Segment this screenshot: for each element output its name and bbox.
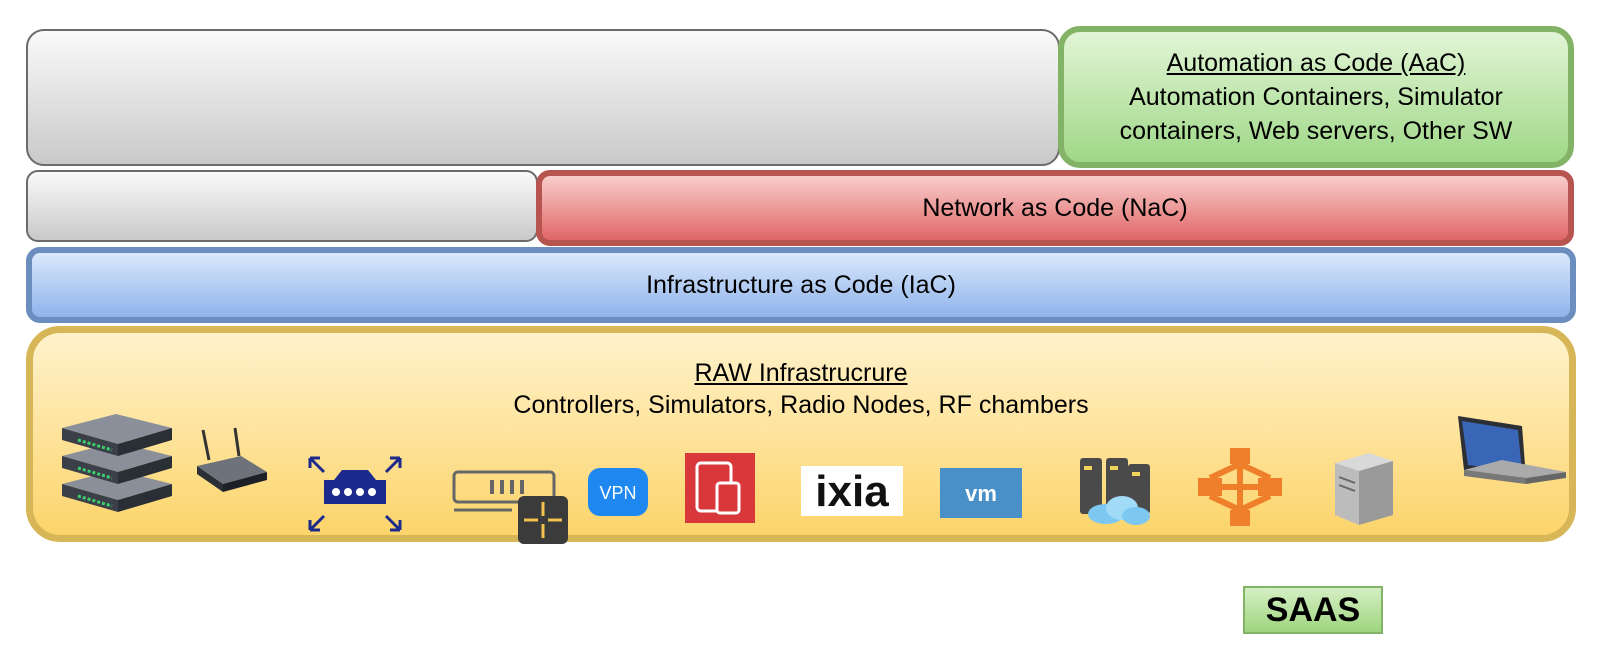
empty-gray-layer-top [26,29,1060,166]
aac-description-line2: containers, Web servers, Other SW [1119,117,1513,145]
iac-title: Infrastructure as Code (IaC) [646,270,956,299]
raw-subtitle: Controllers, Simulators, Radio Nodes, RF… [513,391,1089,419]
router-appliance-icon [452,470,568,544]
switch-stack-icon [62,414,172,512]
infrastructure-as-code-layer: Infrastructure as Code (IaC) [26,247,1576,323]
saas-label: SAAS [1265,590,1361,629]
ixia-label: ixia [815,467,889,516]
vm-icon: vm [940,468,1022,518]
cloud-servers-icon [1080,458,1150,525]
automation-as-code-layer: Automation as Code (AaC) Automation Cont… [1058,26,1574,168]
empty-gray-layer-middle [26,170,538,242]
aac-description-line1: Automation Containers, Simulator [1129,83,1503,111]
aac-title: Automation as Code (AaC) [1166,49,1466,77]
gateway-icon [1198,448,1282,526]
wireless-router-icon [197,427,267,492]
vpn-label: VPN [599,483,636,503]
saas-badge: SAAS [1243,586,1383,634]
network-as-code-layer: Network as Code (NaC) [536,170,1574,246]
vpn-icon: VPN [588,468,648,516]
mobile-devices-icon [685,453,755,523]
network-device-arrows-icon [308,456,402,532]
ixia-logo-icon: ixia [801,466,903,516]
vm-label: vm [965,481,997,506]
server-tower-icon [1335,453,1393,525]
raw-title: RAW Infrastrucrure [694,359,908,387]
laptop-icon [1458,416,1566,484]
nac-title: Network as Code (NaC) [922,193,1188,222]
